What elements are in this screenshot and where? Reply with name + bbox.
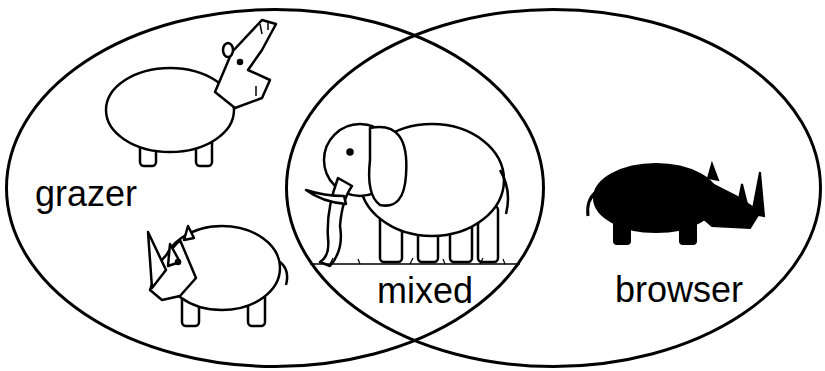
grazer-circle: grazer bbox=[5, 8, 545, 368]
white-rhino-drawing bbox=[148, 226, 287, 326]
browser-circle: browser bbox=[285, 8, 822, 368]
hippo-drawing bbox=[106, 20, 276, 166]
overlap-region: mixed bbox=[355, 268, 495, 318]
region-label: browser bbox=[615, 270, 743, 310]
region-label: grazer bbox=[35, 174, 137, 214]
ellipse-outline bbox=[285, 8, 822, 368]
elephant-drawing bbox=[306, 124, 520, 266]
region-label: mixed bbox=[377, 271, 473, 311]
black-rhino-silhouette bbox=[588, 164, 764, 244]
